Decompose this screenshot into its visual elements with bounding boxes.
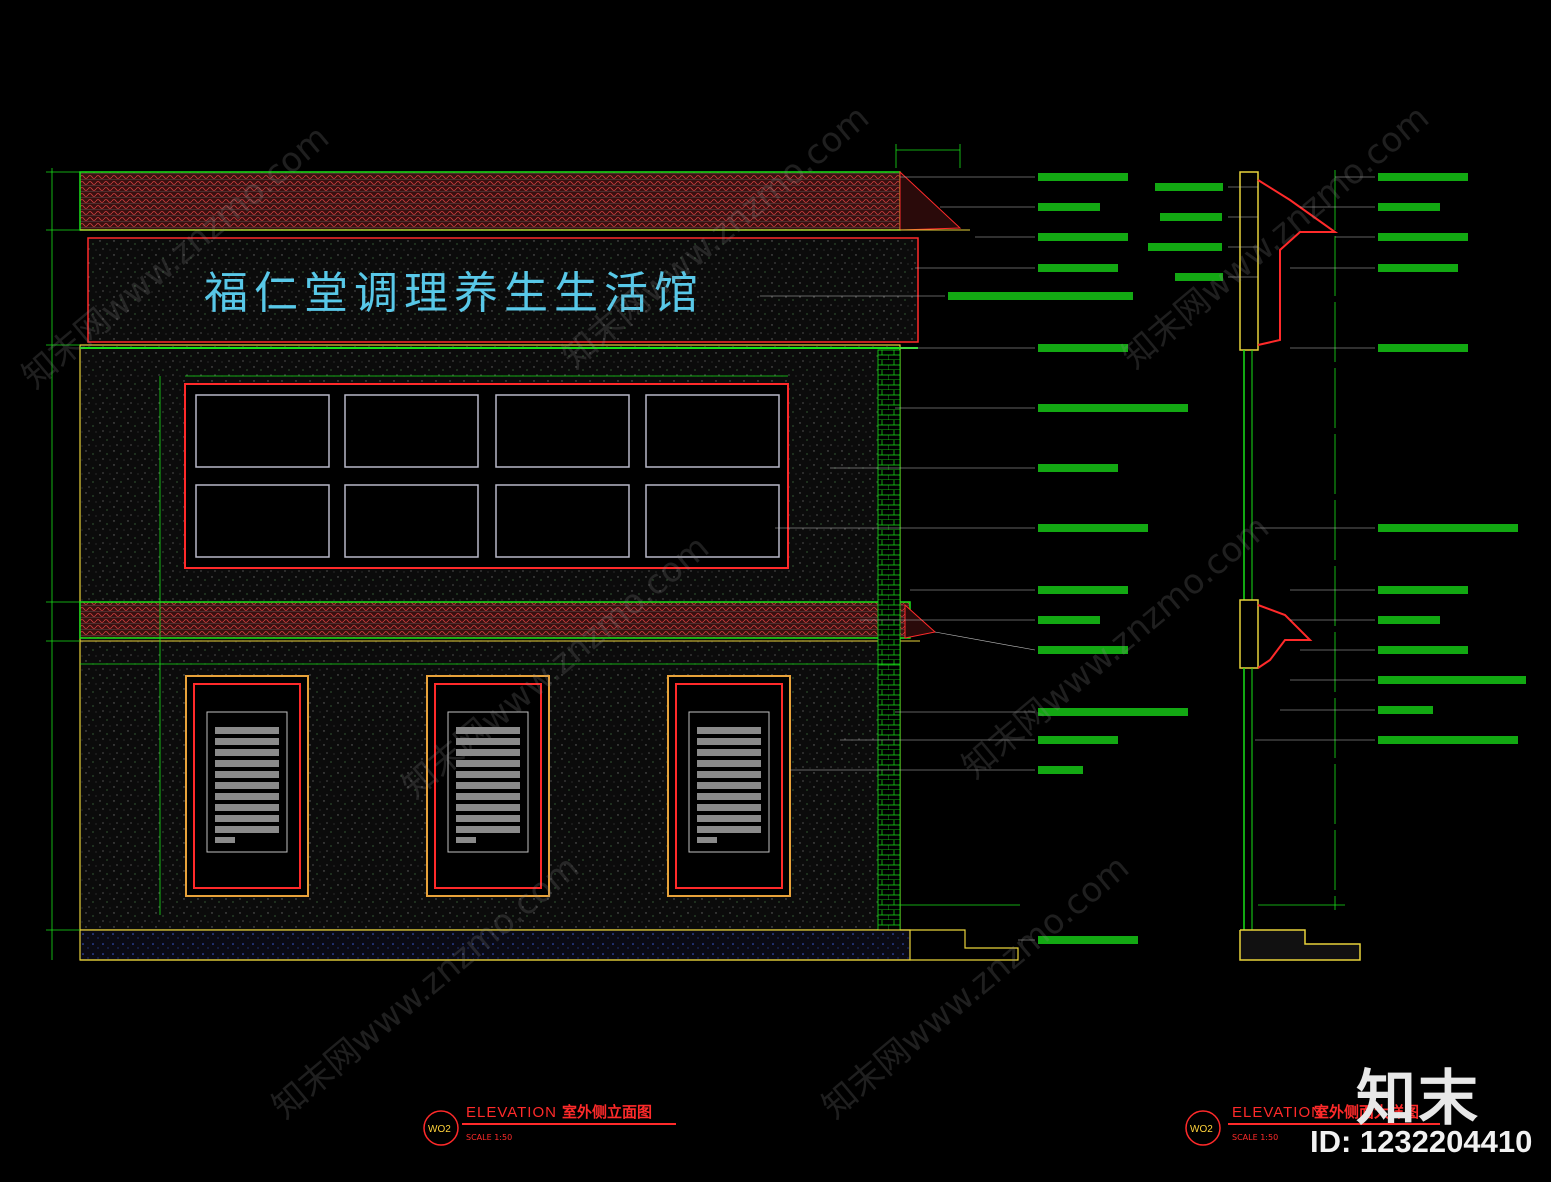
section-detail — [1148, 170, 1526, 961]
title-2-scale: SCALE 1:50 — [1232, 1133, 1278, 1142]
brand-logo: 知末 — [1356, 1064, 1480, 1134]
leader-lines-main — [760, 176, 1036, 941]
left-dimensions — [46, 168, 161, 960]
title-2-en: ELEVATION — [1232, 1104, 1323, 1121]
title-1-scale: SCALE 1:50 — [466, 1133, 512, 1142]
main-elevation: 福仁堂调理养生生活馆 — [46, 144, 1188, 961]
title-block-1: WO2 ELEVATION 室外侧立面图 SCALE 1:50 — [423, 1103, 676, 1146]
title-1-en: ELEVATION — [466, 1104, 557, 1121]
title-1-tag: WO2 — [428, 1124, 451, 1135]
title-2-tag: WO2 — [1190, 1124, 1213, 1135]
lower-window-2 — [426, 675, 550, 897]
title-block-2: WO2 ELEVATION 室外侧面大样图 SCALE 1:50 — [1185, 1103, 1440, 1146]
upper-window-panes — [195, 394, 780, 558]
title-1-cn: 室外侧立面图 — [562, 1103, 652, 1121]
annotation-blocks-main — [948, 173, 1188, 944]
title-2-cn: 室外侧面大样图 — [1314, 1103, 1419, 1121]
lower-window-1 — [185, 675, 309, 897]
id-label: ID: 1232204410 — [1310, 1124, 1533, 1159]
signboard-text: 福仁堂调理养生生活馆 — [204, 268, 704, 319]
lower-window-3 — [667, 675, 791, 897]
